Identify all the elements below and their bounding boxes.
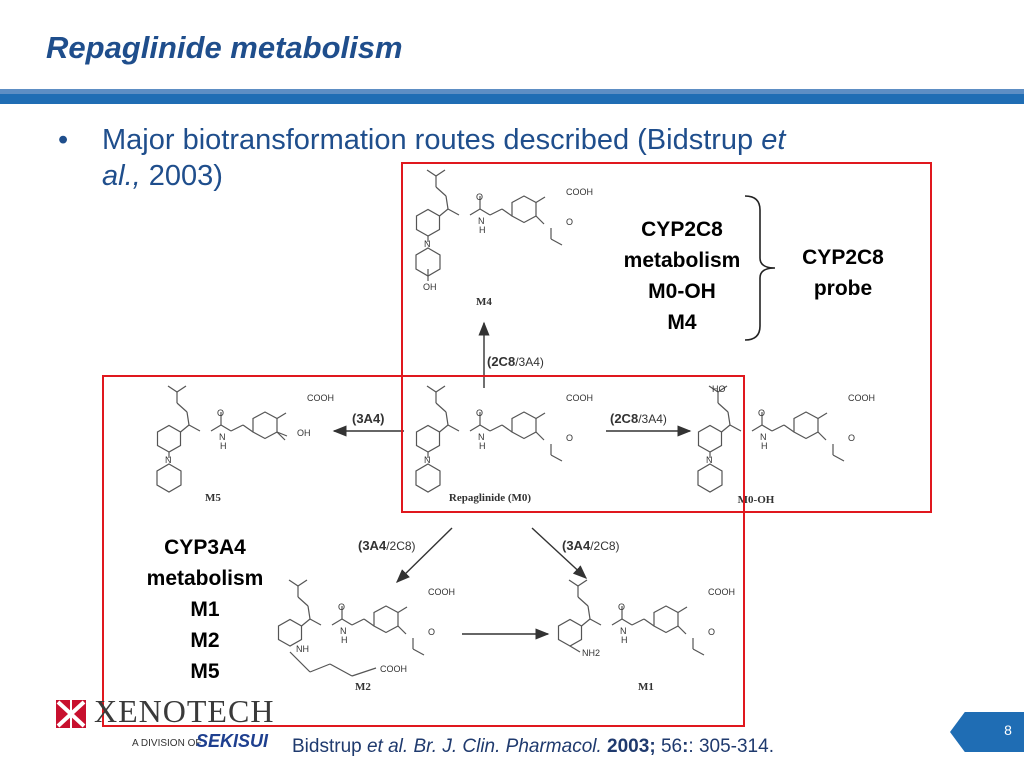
- m0-carbonyl-o: O: [476, 408, 483, 418]
- name-m0oh: M0-OH: [738, 494, 775, 506]
- m4-nh-h: H: [479, 225, 486, 235]
- m4-carbonyl-o: O: [476, 192, 483, 202]
- m2-carbonyl-o: O: [338, 602, 345, 612]
- name-m2: M2: [355, 681, 371, 693]
- xenotech-logo-icon: [56, 700, 86, 728]
- enzyme-to-m4: (2C8/3A4): [487, 354, 544, 369]
- enzyme-to-m1: (3A4/2C8): [562, 538, 620, 553]
- page-number: 8: [1004, 722, 1012, 738]
- m0-cooh: COOH: [566, 393, 593, 403]
- m5-oh: OH: [297, 428, 311, 438]
- cyp3a4-metabolism-label: CYP3A4 metabolism M1 M2 M5: [146, 536, 264, 683]
- cyp2c8-highlight-box: [401, 162, 932, 513]
- m1-nh-n: N: [620, 626, 627, 636]
- m4-cooh: COOH: [566, 187, 593, 197]
- m1-nh-h: H: [621, 635, 628, 645]
- m5-pip-n: N: [165, 455, 172, 465]
- name-m4: M4: [476, 296, 492, 308]
- m4-oh: OH: [423, 282, 437, 292]
- compound-m2: [277, 579, 425, 677]
- m2-amine-nh: NH: [296, 644, 309, 654]
- name-m1: M1: [638, 681, 654, 693]
- arrow-m0-to-m2: [396, 527, 453, 583]
- enzyme-to-m2: (3A4/2C8): [358, 538, 416, 553]
- title-underline-light: [0, 89, 1024, 94]
- name-m0: Repaglinide (M0): [449, 492, 532, 504]
- arrow-m0-to-m1: [531, 527, 588, 579]
- compound-m4: [415, 169, 563, 281]
- page-number-tab: [950, 712, 1024, 752]
- m0oh-o: O: [848, 433, 855, 443]
- enzyme-to-m0oh: (2C8/3A4): [610, 411, 667, 426]
- m1-nh2: NH2: [582, 648, 600, 658]
- m0oh-cooh: COOH: [848, 393, 875, 403]
- m5-cooh: COOH: [307, 393, 334, 403]
- enzyme-labels: (2C8/3A4) (3A4) (2C8/3A4) (3A4/2C8) (3A4…: [352, 354, 667, 553]
- m2-o: O: [428, 627, 435, 637]
- m2-nh-n: N: [340, 626, 347, 636]
- m1-cooh: COOH: [708, 587, 735, 597]
- atom-labels: COOH O N H O N OH COOH O N H O N COOH OH…: [165, 187, 875, 674]
- compound-names: M4 Repaglinide (M0) M5 M0-OH M2 M1: [205, 296, 775, 693]
- sekisui-logo-text: SEKISUI: [196, 731, 269, 751]
- m0-nh-n: N: [478, 432, 485, 442]
- m4-nh-n: N: [478, 216, 485, 226]
- m2-chain-cooh: COOH: [380, 664, 407, 674]
- citation: Bidstrup et al. Br. J. Clin. Pharmacol. …: [292, 736, 774, 757]
- m4-pip-n: N: [424, 239, 431, 249]
- bullet-text: Major biotransformation routes described…: [102, 124, 786, 192]
- bullet-dot: •: [58, 124, 69, 156]
- reaction-arrows: [332, 321, 692, 640]
- m4-o: O: [566, 217, 573, 227]
- m0-nh-h: H: [479, 441, 486, 451]
- m0oh-ho: HO: [712, 384, 726, 394]
- m5-nh-h: H: [220, 441, 227, 451]
- name-m5: M5: [205, 492, 221, 504]
- cyp2c8-metabolism-label: CYP2C8 metabolism M0-OH M4: [623, 218, 741, 334]
- m0oh-pip-n: N: [706, 455, 713, 465]
- m1-o: O: [708, 627, 715, 637]
- title-underline-bar: [0, 94, 1024, 104]
- m0-pip-n: N: [424, 455, 431, 465]
- enzyme-to-m5: (3A4): [352, 411, 385, 426]
- m5-carbonyl-o: O: [217, 408, 224, 418]
- grouping-brace: [744, 195, 776, 341]
- compound-m5: [156, 385, 288, 493]
- slide-title: Repaglinide metabolism: [46, 30, 403, 65]
- cyp3a4-highlight-box: [102, 375, 745, 727]
- m0oh-nh-n: N: [760, 432, 767, 442]
- m0oh-nh-h: H: [761, 441, 768, 451]
- m2-nh-h: H: [341, 635, 348, 645]
- m0oh-carbonyl-o: O: [758, 408, 765, 418]
- xenotech-logo-text: XENOTECH: [94, 693, 275, 729]
- m5-nh-n: N: [219, 432, 226, 442]
- compound-m1: [557, 579, 705, 656]
- m2-cooh: COOH: [428, 587, 455, 597]
- m0-o: O: [566, 433, 573, 443]
- m1-carbonyl-o: O: [618, 602, 625, 612]
- logo-division-text: A DIVISION OF: [132, 738, 202, 749]
- cyp2c8-probe-label: CYP2C8 probe: [802, 246, 884, 300]
